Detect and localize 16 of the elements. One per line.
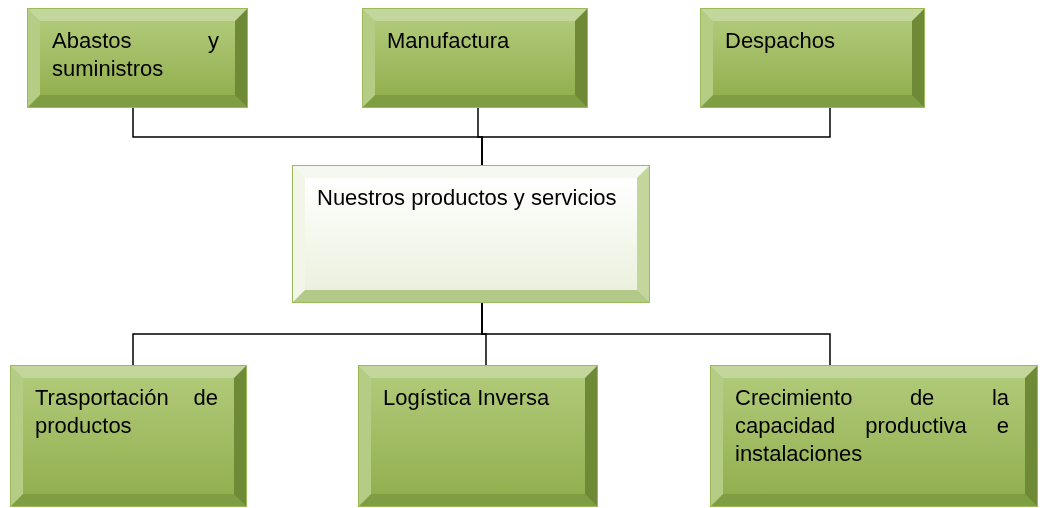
box-text: Manufactura	[387, 27, 511, 55]
connector-line	[481, 302, 831, 366]
box-text: Crecimiento de la capacidad productiva e instalaciones	[735, 384, 1009, 468]
beveled-box	[700, 8, 925, 108]
box-text: Abastos y suministros	[52, 27, 219, 83]
beveled-box	[710, 365, 1038, 507]
connector-line	[481, 107, 831, 166]
beveled-box	[10, 365, 247, 507]
box-text: Nuestros productos y servicios	[317, 184, 618, 212]
box-text: Despachos	[725, 27, 837, 55]
box-text: Logística Inversa	[383, 384, 551, 412]
beveled-box	[362, 8, 588, 108]
beveled-box	[358, 365, 598, 507]
beveled-box	[27, 8, 248, 108]
box-text: Trasportación de productos	[35, 384, 218, 440]
beveled-box	[292, 165, 650, 303]
